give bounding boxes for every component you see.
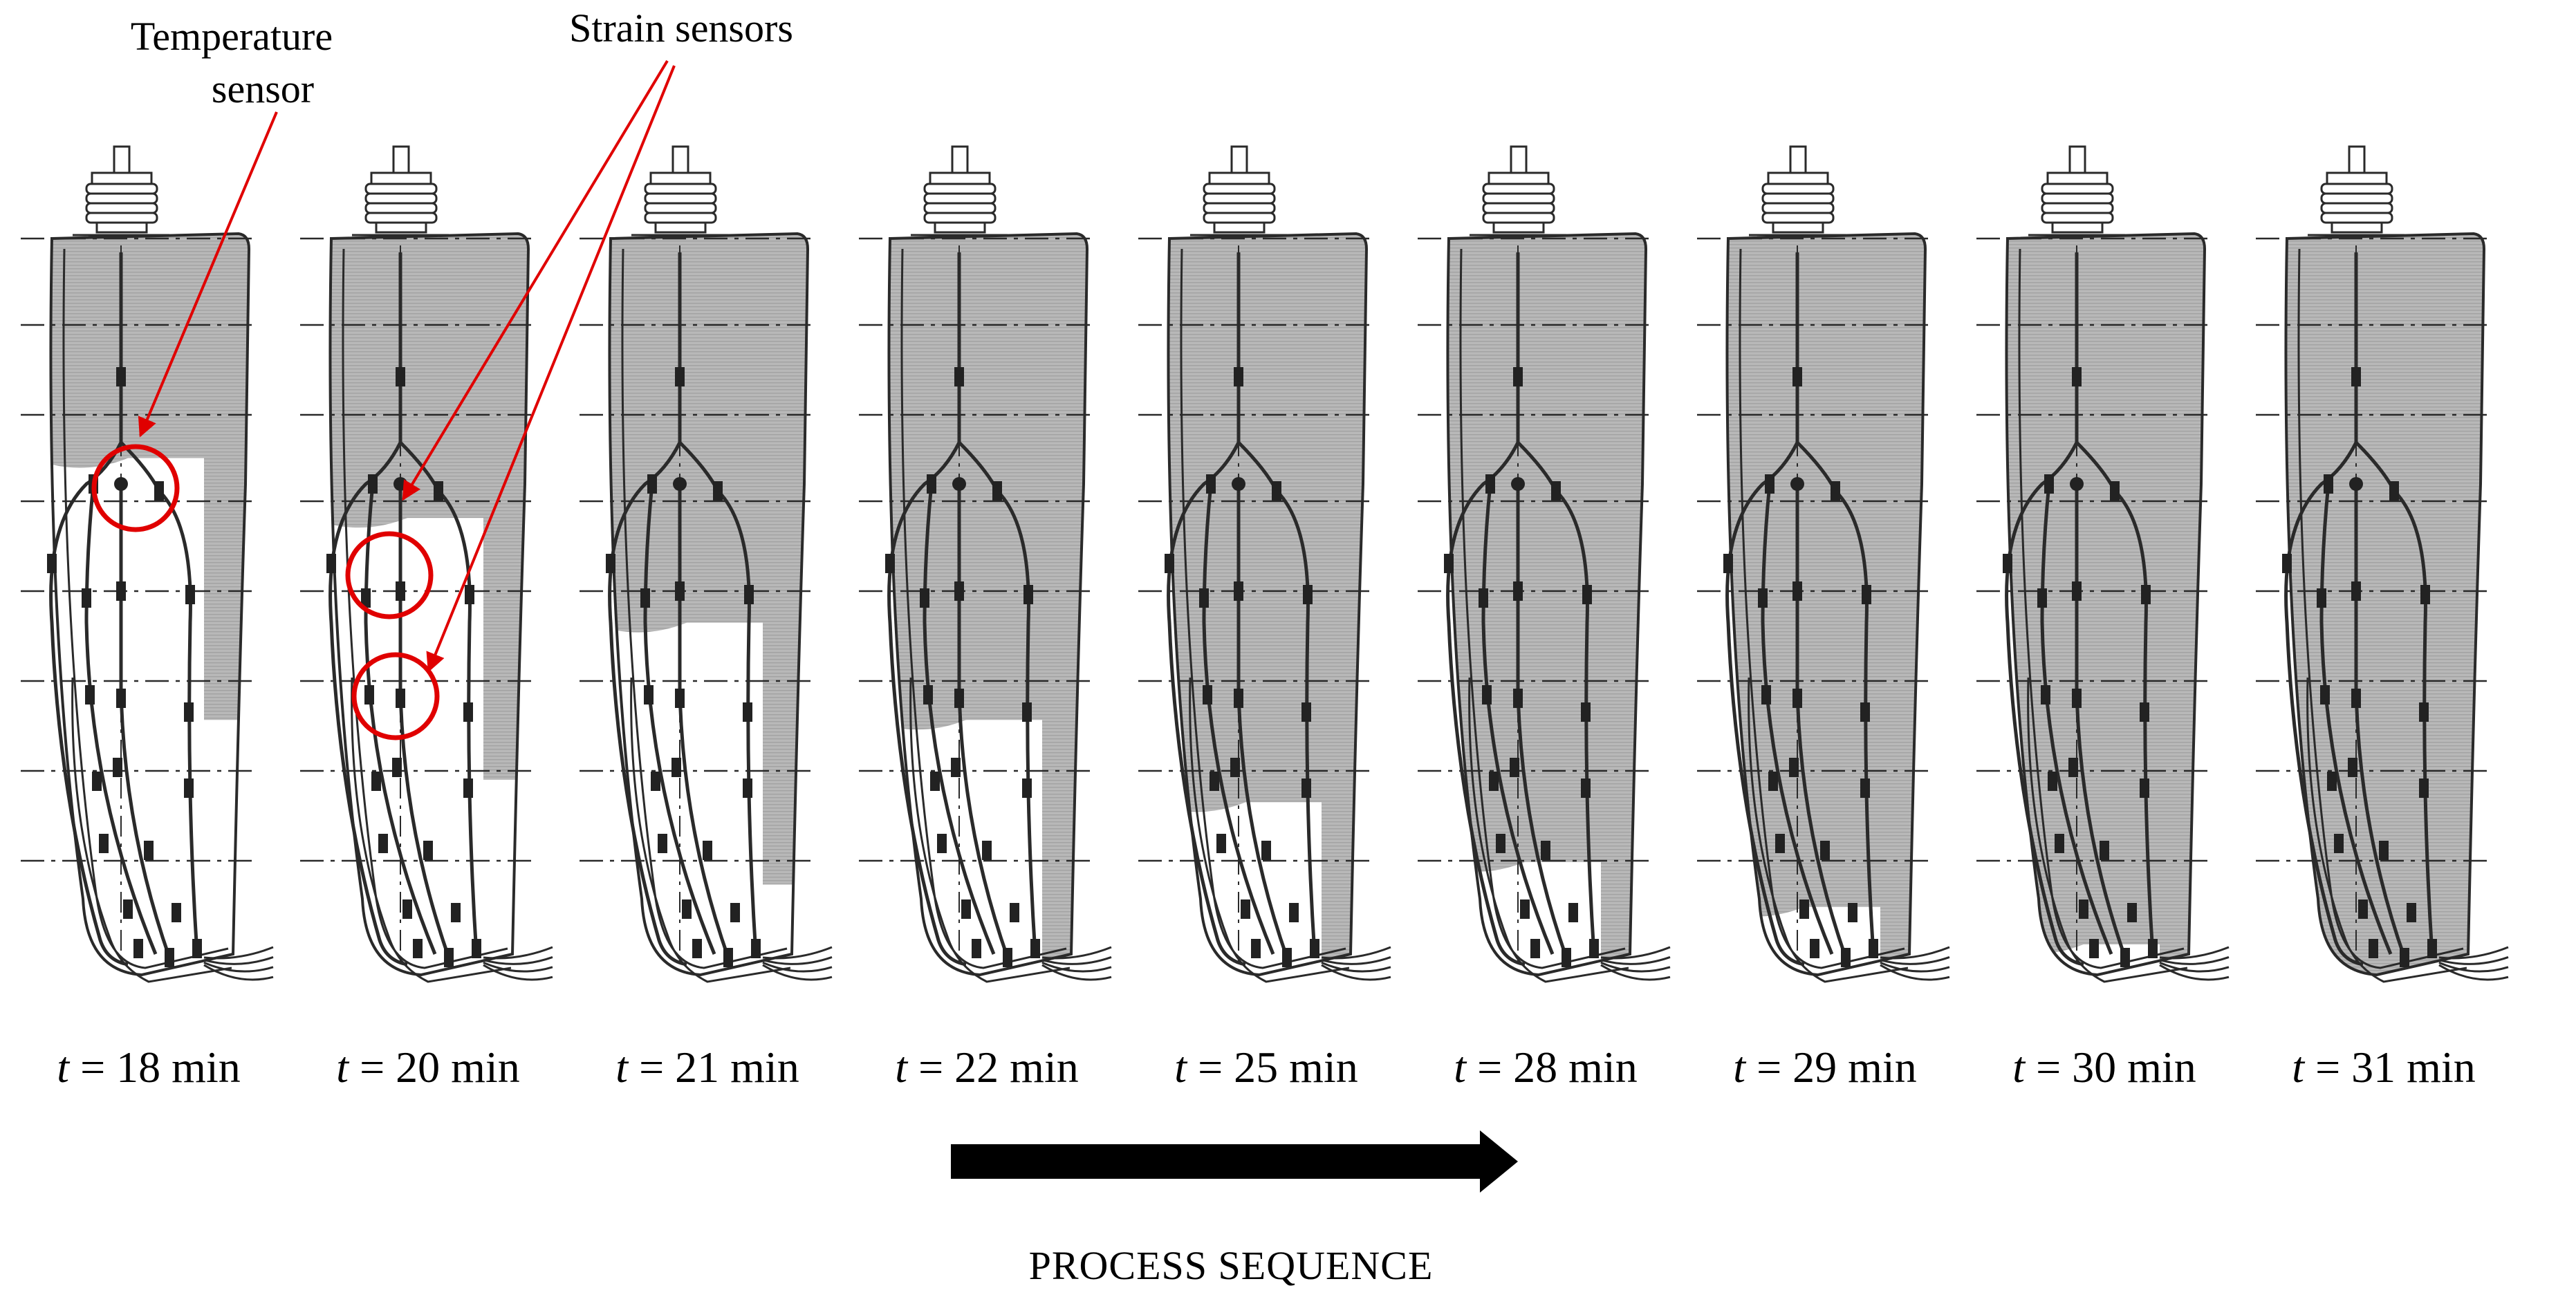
strain-sensor-leader-upper xyxy=(402,59,669,501)
time-value: = 30 min xyxy=(2025,1043,2196,1092)
resin-fill-9 xyxy=(2286,234,2484,975)
strain-sensors-label: Strain sensors xyxy=(569,6,793,50)
injection-port-3 xyxy=(631,145,728,236)
resin-fill-5 xyxy=(1168,234,1366,975)
strain-sensor-highlight-lower xyxy=(351,652,440,740)
strain-sensor-highlight-upper xyxy=(345,531,434,619)
panel-time-label-4: t = 22 min xyxy=(895,1043,1078,1092)
injection-port-7 xyxy=(1749,145,1846,236)
resin-fill-3 xyxy=(609,234,808,885)
injection-port-5 xyxy=(1190,145,1287,236)
injection-port-6 xyxy=(1470,145,1566,236)
time-value: = 28 min xyxy=(1466,1043,1638,1092)
time-variable: t xyxy=(1733,1043,1747,1092)
injection-port-1 xyxy=(73,145,169,236)
injection-port-2 xyxy=(352,145,449,236)
time-variable: t xyxy=(1174,1043,1188,1092)
injection-port-8 xyxy=(2028,145,2125,236)
panel-time-label-1: t = 18 min xyxy=(57,1043,240,1092)
panel-4: t = 22 min xyxy=(859,145,1112,1092)
time-variable: t xyxy=(2292,1043,2306,1092)
panel-time-label-3: t = 21 min xyxy=(615,1043,799,1092)
time-value: = 21 min xyxy=(628,1043,799,1092)
resin-fill-6 xyxy=(1447,234,1646,975)
panel-9: t = 31 min xyxy=(2256,145,2509,1092)
process-sequence-arrow xyxy=(951,1130,1518,1193)
time-variable: t xyxy=(1454,1043,1467,1092)
panel-time-label-9: t = 31 min xyxy=(2292,1043,2475,1092)
temperature-sensor-highlight xyxy=(91,444,180,532)
time-variable: t xyxy=(895,1043,909,1092)
panel-8: t = 30 min xyxy=(1976,145,2230,1092)
time-variable: t xyxy=(615,1043,629,1092)
injection-port-4 xyxy=(911,145,1008,236)
panel-time-label-6: t = 28 min xyxy=(1454,1043,1637,1092)
panel-3: t = 21 min xyxy=(580,145,833,1092)
time-value: = 22 min xyxy=(907,1043,1079,1092)
time-variable: t xyxy=(2012,1043,2026,1092)
temperature-sensor-leader xyxy=(138,111,278,438)
panel-time-label-7: t = 29 min xyxy=(1733,1043,1916,1092)
panel-1: t = 18 min xyxy=(21,145,274,1092)
time-value: = 31 min xyxy=(2304,1043,2476,1092)
time-value: = 29 min xyxy=(1745,1043,1917,1092)
time-variable: t xyxy=(336,1043,350,1092)
temperature-sensor-label-line2: sensor xyxy=(212,66,314,111)
temperature-sensor-label-line1: Temperature xyxy=(131,14,333,59)
resin-fill-8 xyxy=(2006,234,2205,975)
panel-time-label-5: t = 25 min xyxy=(1174,1043,1358,1092)
process-sequence-label: PROCESS SEQUENCE xyxy=(1029,1243,1434,1288)
panel-5: t = 25 min xyxy=(1138,145,1391,1092)
time-value: = 20 min xyxy=(349,1043,520,1092)
panel-time-label-8: t = 30 min xyxy=(2012,1043,2196,1092)
panel-7: t = 29 min xyxy=(1697,145,1950,1092)
time-value: = 18 min xyxy=(69,1043,241,1092)
panel-6: t = 28 min xyxy=(1418,145,1671,1092)
resin-fill-4 xyxy=(889,234,1087,975)
time-value: = 25 min xyxy=(1187,1043,1358,1092)
panel-2: t = 20 min xyxy=(300,145,553,1092)
time-variable: t xyxy=(57,1043,71,1092)
panel-time-label-2: t = 20 min xyxy=(336,1043,519,1092)
resin-fill-7 xyxy=(1727,234,1925,975)
strain-sensor-leader-lower xyxy=(426,65,676,673)
injection-port-9 xyxy=(2308,145,2404,236)
